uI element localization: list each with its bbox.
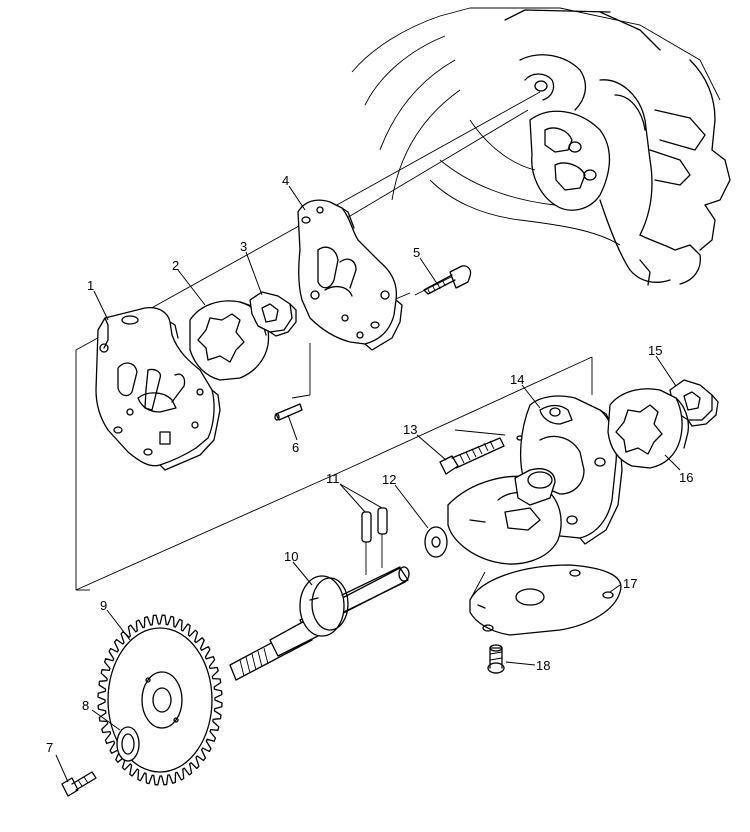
screw-18: [487, 644, 505, 674]
inner-rotor-rear: [249, 291, 297, 337]
callout-15: 15: [648, 343, 662, 358]
pump-body-plate: [297, 199, 403, 351]
callout-11: 11: [326, 471, 340, 486]
leader-lines: [55, 185, 681, 783]
callout-7: 7: [46, 740, 53, 755]
callout-6: 6: [292, 440, 299, 455]
callout-17: 17: [623, 576, 637, 591]
callout-2: 2: [172, 258, 179, 273]
pump-cover-plate: [95, 306, 221, 471]
callout-8: 8: [82, 698, 89, 713]
washer-8: [116, 726, 140, 762]
gasket-plate: [469, 564, 622, 636]
bolt-13: [439, 435, 524, 475]
callout-18: 18: [536, 658, 550, 673]
alignment-lines: [75, 91, 593, 601]
drive-shaft: [229, 566, 410, 681]
callout-12: 12: [382, 472, 396, 487]
drive-gear: [97, 614, 223, 786]
callout-13: 13: [403, 422, 417, 437]
callout-4: 4: [282, 173, 289, 188]
callout-14: 14: [510, 372, 524, 387]
drive-pins: [361, 507, 388, 575]
callout-1: 1: [87, 278, 94, 293]
oil-strainer: [447, 468, 562, 565]
bolt-5: [423, 265, 472, 295]
callout-3: 3: [240, 239, 247, 254]
dowel-pin: [274, 403, 303, 421]
callout-labels: 1 2 3 4 5 6 7 8 9 10 11 12 13 14 15 16 1…: [46, 173, 693, 755]
outer-rotor-front: [607, 388, 690, 469]
callout-9: 9: [100, 598, 107, 613]
callout-16: 16: [679, 470, 693, 485]
bolt-7: [61, 771, 97, 797]
callout-10: 10: [284, 549, 298, 564]
washer: [424, 526, 448, 558]
crankcase: [351, 7, 731, 286]
callout-5: 5: [413, 245, 420, 260]
